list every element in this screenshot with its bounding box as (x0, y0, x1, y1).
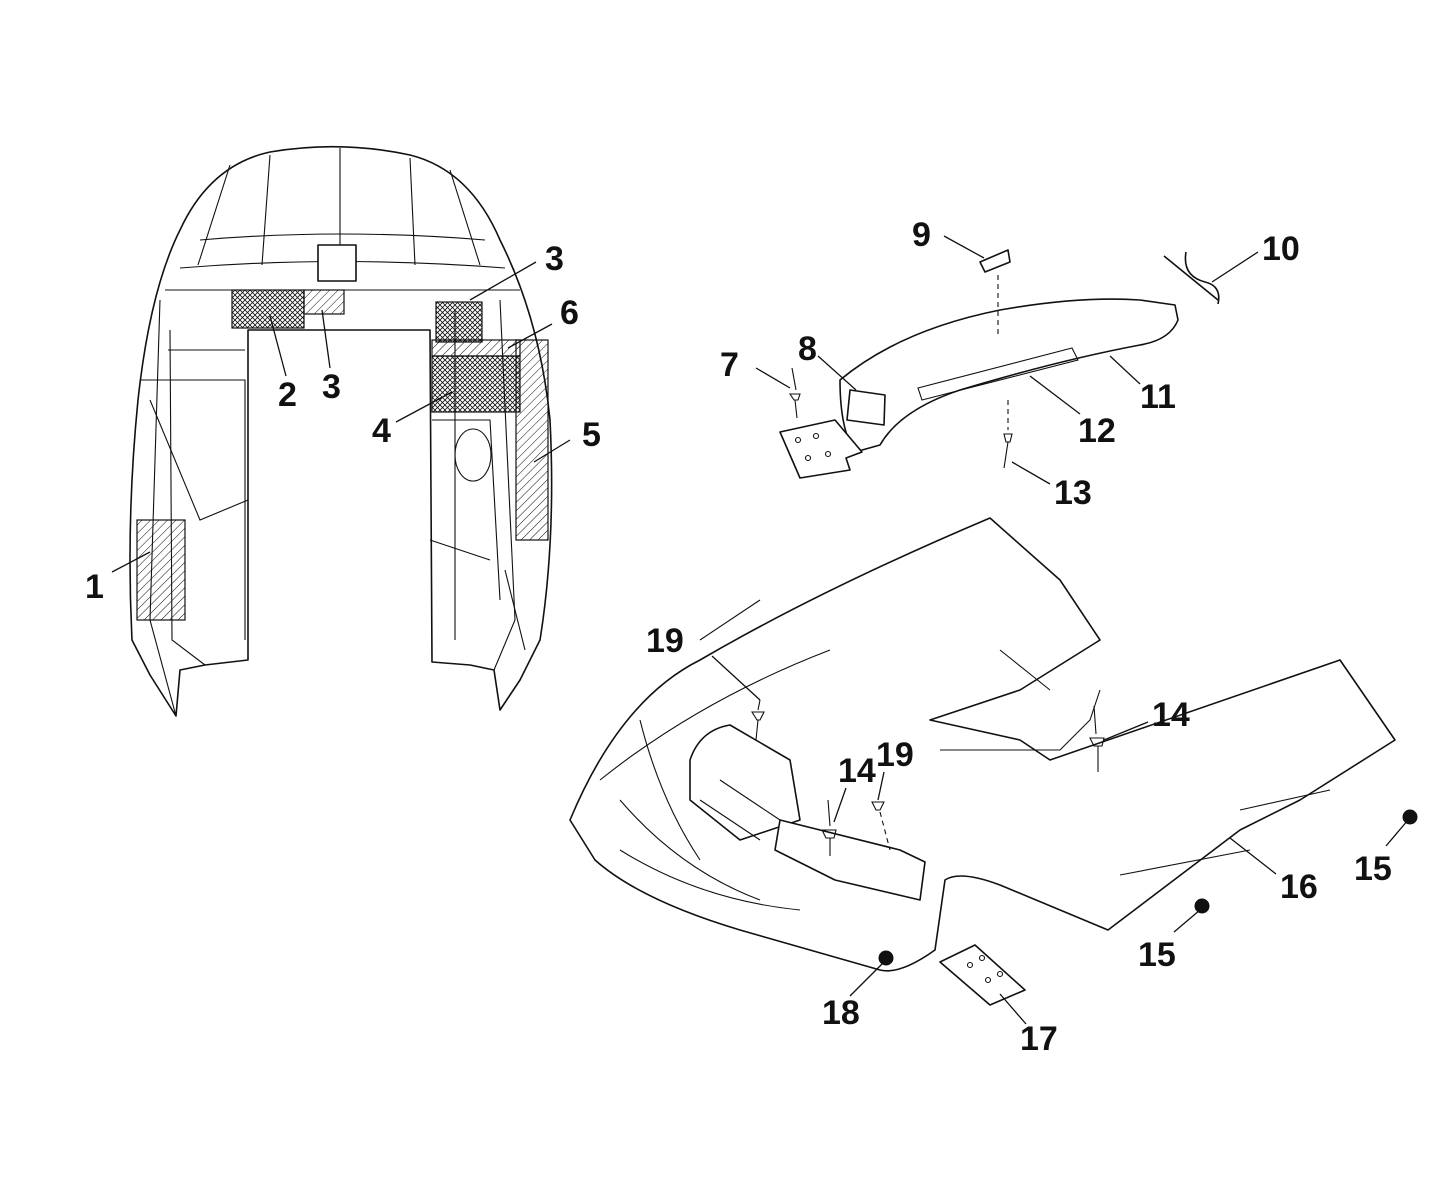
bumper-15-a (1402, 809, 1418, 825)
bumper-15-b (1194, 898, 1210, 914)
callout-17: 17 (1020, 1020, 1058, 1058)
hinge-plate (779, 419, 863, 479)
callout-15-left: 15 (1138, 936, 1176, 974)
wire-10 (1163, 251, 1220, 305)
callout-19-left: 19 (646, 622, 684, 660)
screw-14-b (1089, 705, 1105, 772)
hood-assembly (129, 145, 553, 717)
decal-3-left (303, 289, 345, 315)
bracket-assembly (779, 249, 1220, 479)
decal-4 (431, 355, 521, 413)
decal-12 (917, 347, 1079, 401)
decal-2 (231, 289, 305, 329)
callout-11: 11 (1140, 378, 1176, 416)
callout-14-right: 14 (1152, 696, 1190, 734)
callout-9: 9 (912, 216, 931, 254)
callout-4: 4 (372, 412, 391, 450)
callout-2: 2 (278, 376, 297, 414)
callout-15-right: 15 (1354, 850, 1392, 888)
callout-3-top: 3 (545, 240, 564, 278)
belly-pan-assembly (569, 517, 1418, 1006)
callout-1: 1 (85, 568, 104, 606)
callout-labels: 1 2 3 3 4 5 6 7 8 9 10 11 12 13 14 14 15… (85, 216, 1392, 1058)
plate-17 (939, 944, 1026, 1006)
callout-10: 10 (1262, 230, 1300, 268)
callout-16: 16 (1280, 868, 1318, 906)
screw-13 (1003, 433, 1013, 469)
decal-6 (431, 339, 521, 357)
callout-3-bottom: 3 (322, 368, 341, 406)
bracket-11 (839, 298, 1179, 453)
callout-13: 13 (1054, 474, 1092, 512)
screw-7 (788, 367, 801, 419)
belly-pan (569, 517, 1396, 972)
screw-14-a (821, 799, 837, 856)
callout-14-left: 14 (838, 752, 876, 790)
pan-rail (774, 819, 926, 901)
rivet-19-a (751, 699, 765, 741)
callout-18: 18 (822, 994, 860, 1032)
callout-6: 6 (560, 294, 579, 332)
decal-1 (136, 519, 186, 621)
decal-8 (846, 389, 886, 426)
hood-latch (317, 244, 357, 282)
leader-lines (111, 235, 1409, 1025)
decal-5 (515, 339, 549, 541)
callout-19-right: 19 (876, 736, 914, 774)
clip-9 (979, 249, 1011, 273)
rivet-19-b (871, 801, 885, 811)
callout-8: 8 (798, 330, 817, 368)
bumper-18 (878, 950, 894, 966)
callout-12: 12 (1078, 412, 1116, 450)
hood-shell (129, 145, 553, 717)
callout-7: 7 (720, 346, 739, 384)
callout-5: 5 (582, 416, 601, 454)
decal-3-right (435, 301, 483, 343)
